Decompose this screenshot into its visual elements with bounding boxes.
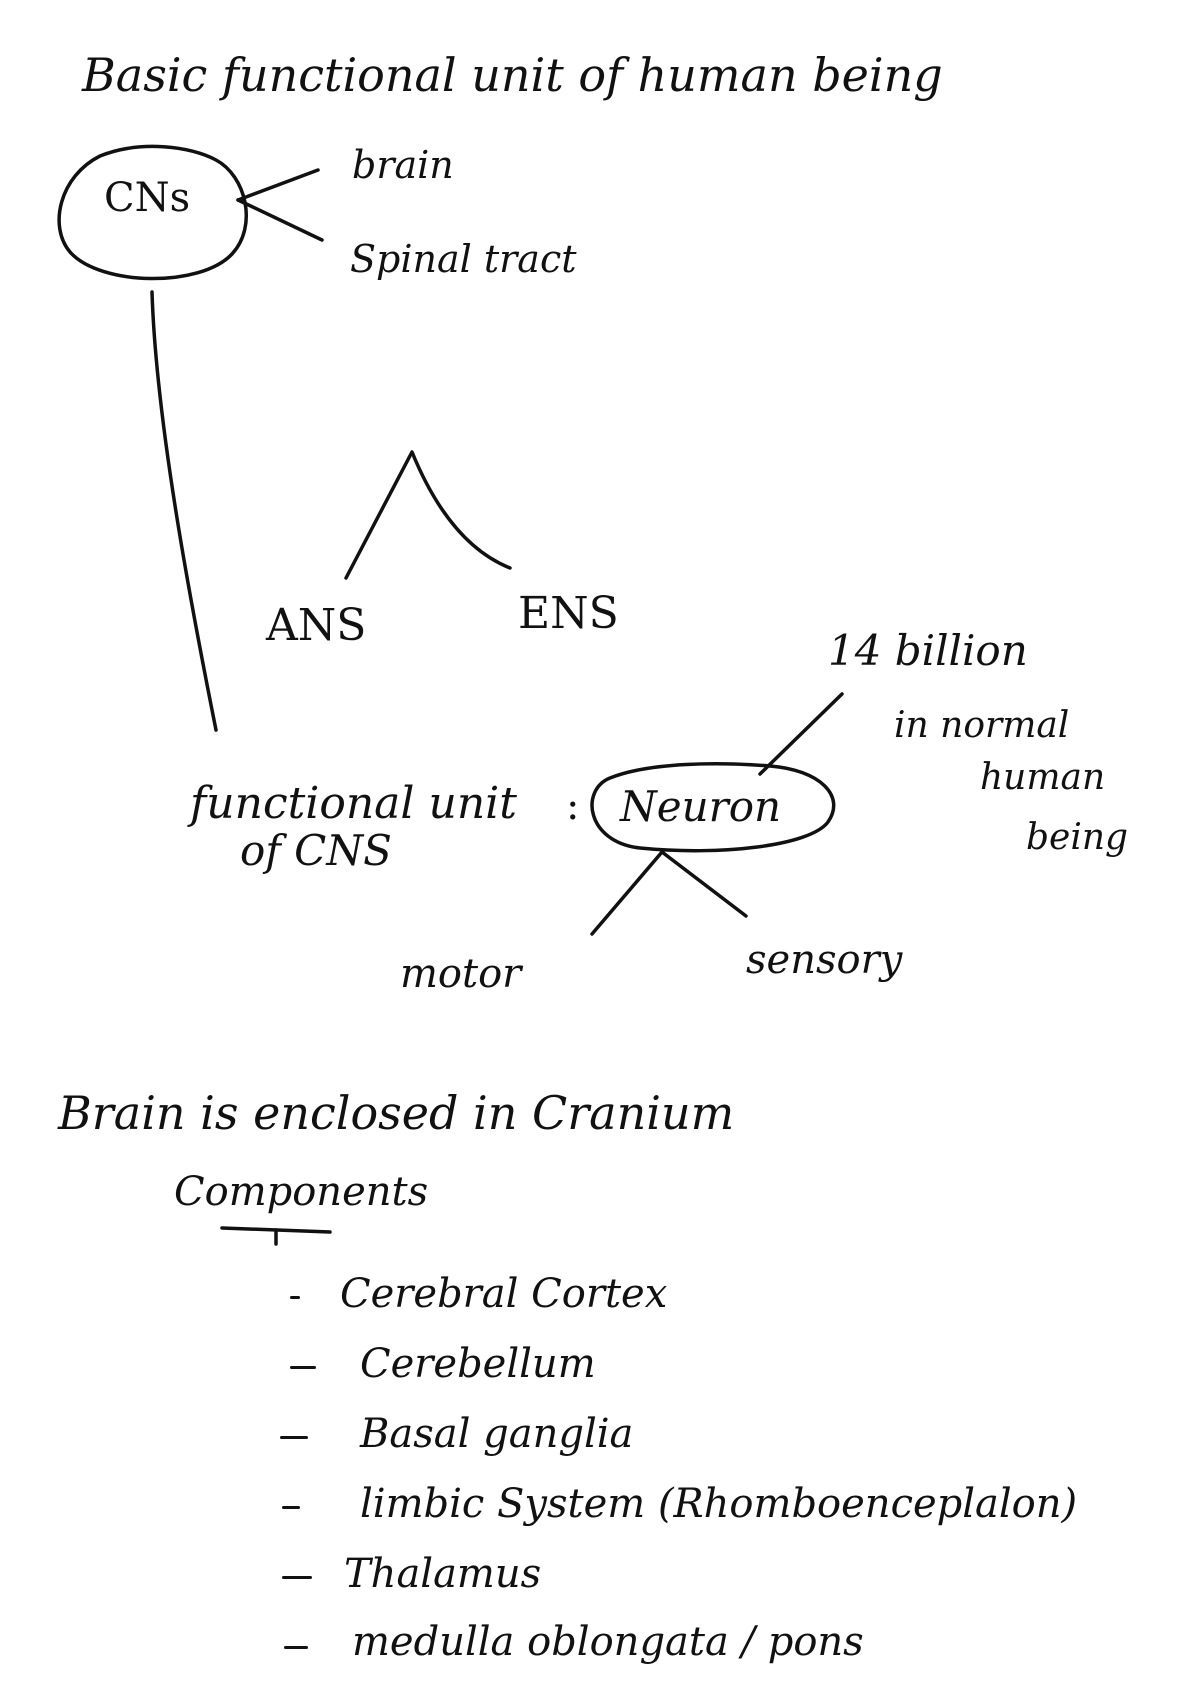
functional-unit-line2: of CNS: [240, 826, 392, 875]
list-bullet-dash: [290, 1366, 316, 1369]
neuron-count-note-line1: in normal: [894, 705, 1070, 746]
neuron-type-sensory: sensory: [746, 937, 903, 983]
component-item: limbic System (Rhomboenceplalon): [360, 1481, 1078, 1527]
list-bullet-dash: [290, 1296, 300, 1299]
functional-unit-equals: :: [566, 783, 580, 829]
brain-enclosure-sentence: Brain is enclosed in Cranium: [58, 1086, 735, 1140]
neuron-type-motor: motor: [400, 951, 522, 997]
cns-branch-brain-label: brain: [352, 143, 454, 187]
component-item: Thalamus: [344, 1551, 542, 1597]
cns-branch-spinal-label: Spinal tract: [350, 237, 577, 281]
list-bullet-dash: [282, 1576, 312, 1579]
division-ans-label: ANS: [266, 600, 367, 651]
cns-ellipse: [57, 144, 248, 281]
neuron-ellipse: [590, 762, 836, 853]
neuron-count-note-line2: human: [980, 757, 1106, 798]
list-bullet-dash: [280, 1436, 308, 1439]
neuron-branch-sensory: [660, 850, 748, 918]
neuron-label: Neuron: [620, 782, 782, 831]
neuron-to-count-line: [758, 692, 844, 776]
component-item: Cerebellum: [360, 1341, 596, 1387]
cns-branch-spinal: [236, 198, 324, 242]
cns-label: CNs: [104, 175, 191, 221]
divisions-peak: [344, 450, 512, 580]
component-item: medulla oblongata / pons: [352, 1619, 864, 1665]
neuron-count-note-line3: being: [1026, 817, 1129, 858]
neuron-branch-motor: [590, 850, 664, 936]
neuron-count: 14 billion: [828, 626, 1028, 675]
component-item: Basal ganglia: [360, 1411, 634, 1457]
cns-to-functional-line: [150, 290, 218, 732]
division-ens-label: ENS: [518, 588, 619, 639]
functional-unit-line1: functional unit: [190, 778, 517, 829]
page-title: Basic functional unit of human being: [82, 48, 943, 102]
cns-branch-brain: [236, 168, 320, 202]
component-item: Cerebral Cortex: [340, 1271, 668, 1317]
components-heading: Components: [174, 1169, 429, 1215]
list-bullet-dash: [284, 1646, 308, 1649]
list-bullet-dash: [282, 1506, 300, 1509]
